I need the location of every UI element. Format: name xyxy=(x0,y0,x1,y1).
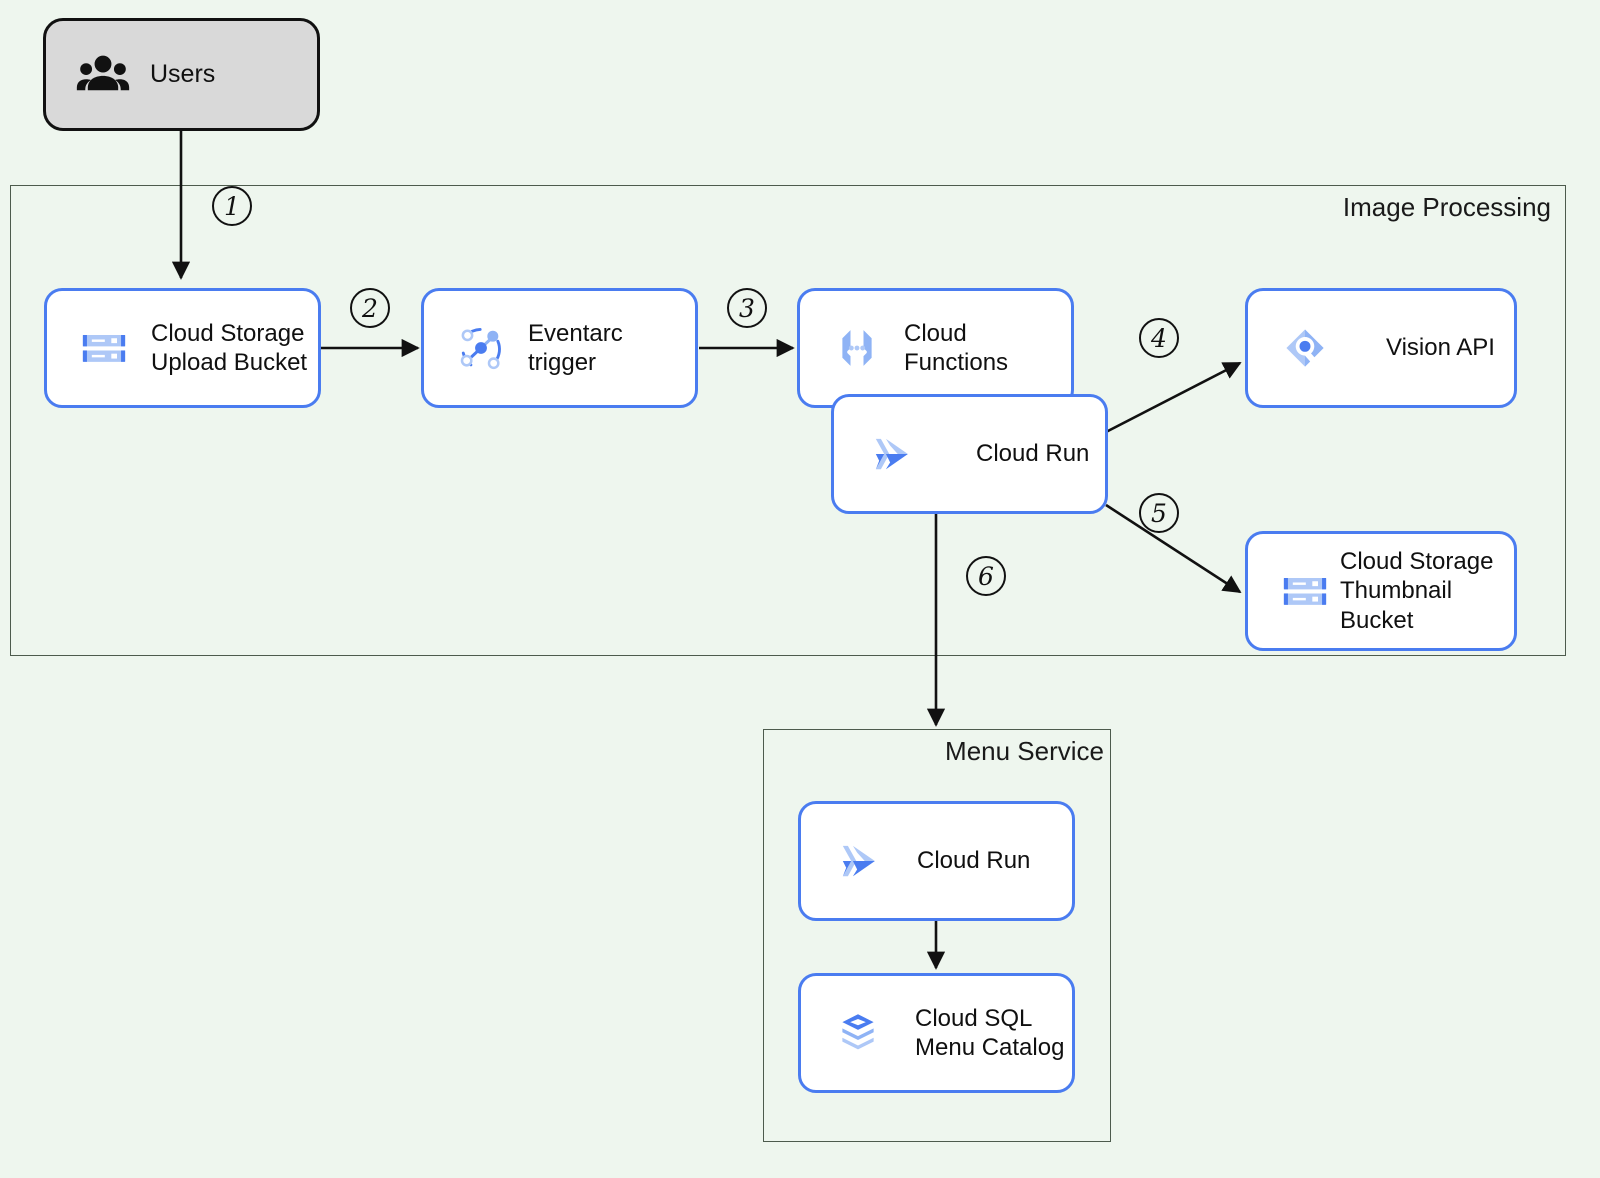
group-image-processing: Image Processing xyxy=(10,185,1566,656)
vision-api-icon xyxy=(1276,319,1334,377)
node-cloud-sql-label: Cloud SQL Menu Catalog xyxy=(915,1004,1065,1061)
cloud-sql-icon xyxy=(829,1004,887,1062)
group-menu-service: Menu Service xyxy=(763,729,1111,1142)
cloud-run-icon xyxy=(829,832,887,890)
step-badge-4: 4 xyxy=(1139,318,1179,358)
cloud-run-icon xyxy=(862,425,920,483)
step-badge-1: 1 xyxy=(212,186,252,226)
node-cloud-functions-label: Cloud Functions xyxy=(904,319,1009,376)
node-vision-api-label: Vision API xyxy=(1386,334,1495,362)
group-menu-service-label: Menu Service xyxy=(945,736,1104,766)
node-eventarc-trigger[interactable]: Eventarc trigger xyxy=(421,288,698,408)
step-badge-3: 3 xyxy=(727,288,767,328)
node-cloud-run-menu[interactable]: Cloud Run xyxy=(798,801,1075,921)
step-badge-6: 6 xyxy=(966,556,1006,596)
node-eventarc-trigger-label: Eventarc trigger xyxy=(528,319,623,376)
node-vision-api[interactable]: Vision API xyxy=(1245,288,1517,408)
step-badge-5: 5 xyxy=(1139,493,1179,533)
cloud-storage-icon xyxy=(75,319,133,377)
node-thumbnail-bucket[interactable]: Cloud Storage Thumbnail Bucket xyxy=(1245,531,1517,651)
cloud-storage-icon xyxy=(1276,562,1334,620)
node-thumbnail-bucket-label: Cloud Storage Thumbnail Bucket xyxy=(1340,548,1494,634)
node-cloud-run-image[interactable]: Cloud Run xyxy=(831,394,1108,514)
node-cloud-functions[interactable]: Cloud Functions xyxy=(797,288,1074,408)
node-users-label: Users xyxy=(150,60,216,89)
users-icon xyxy=(74,46,132,104)
step-badge-2: 2 xyxy=(350,288,390,328)
node-cloud-run-menu-label: Cloud Run xyxy=(917,847,1031,875)
node-upload-bucket-label: Cloud Storage Upload Bucket xyxy=(151,319,308,376)
eventarc-icon xyxy=(452,319,510,377)
node-cloud-sql[interactable]: Cloud SQL Menu Catalog xyxy=(798,973,1075,1093)
node-cloud-run-image-label: Cloud Run xyxy=(976,440,1090,468)
cloud-functions-icon xyxy=(828,319,886,377)
node-users[interactable]: Users xyxy=(43,18,320,131)
node-upload-bucket[interactable]: Cloud Storage Upload Bucket xyxy=(44,288,321,408)
group-image-processing-label: Image Processing xyxy=(1342,192,1551,222)
